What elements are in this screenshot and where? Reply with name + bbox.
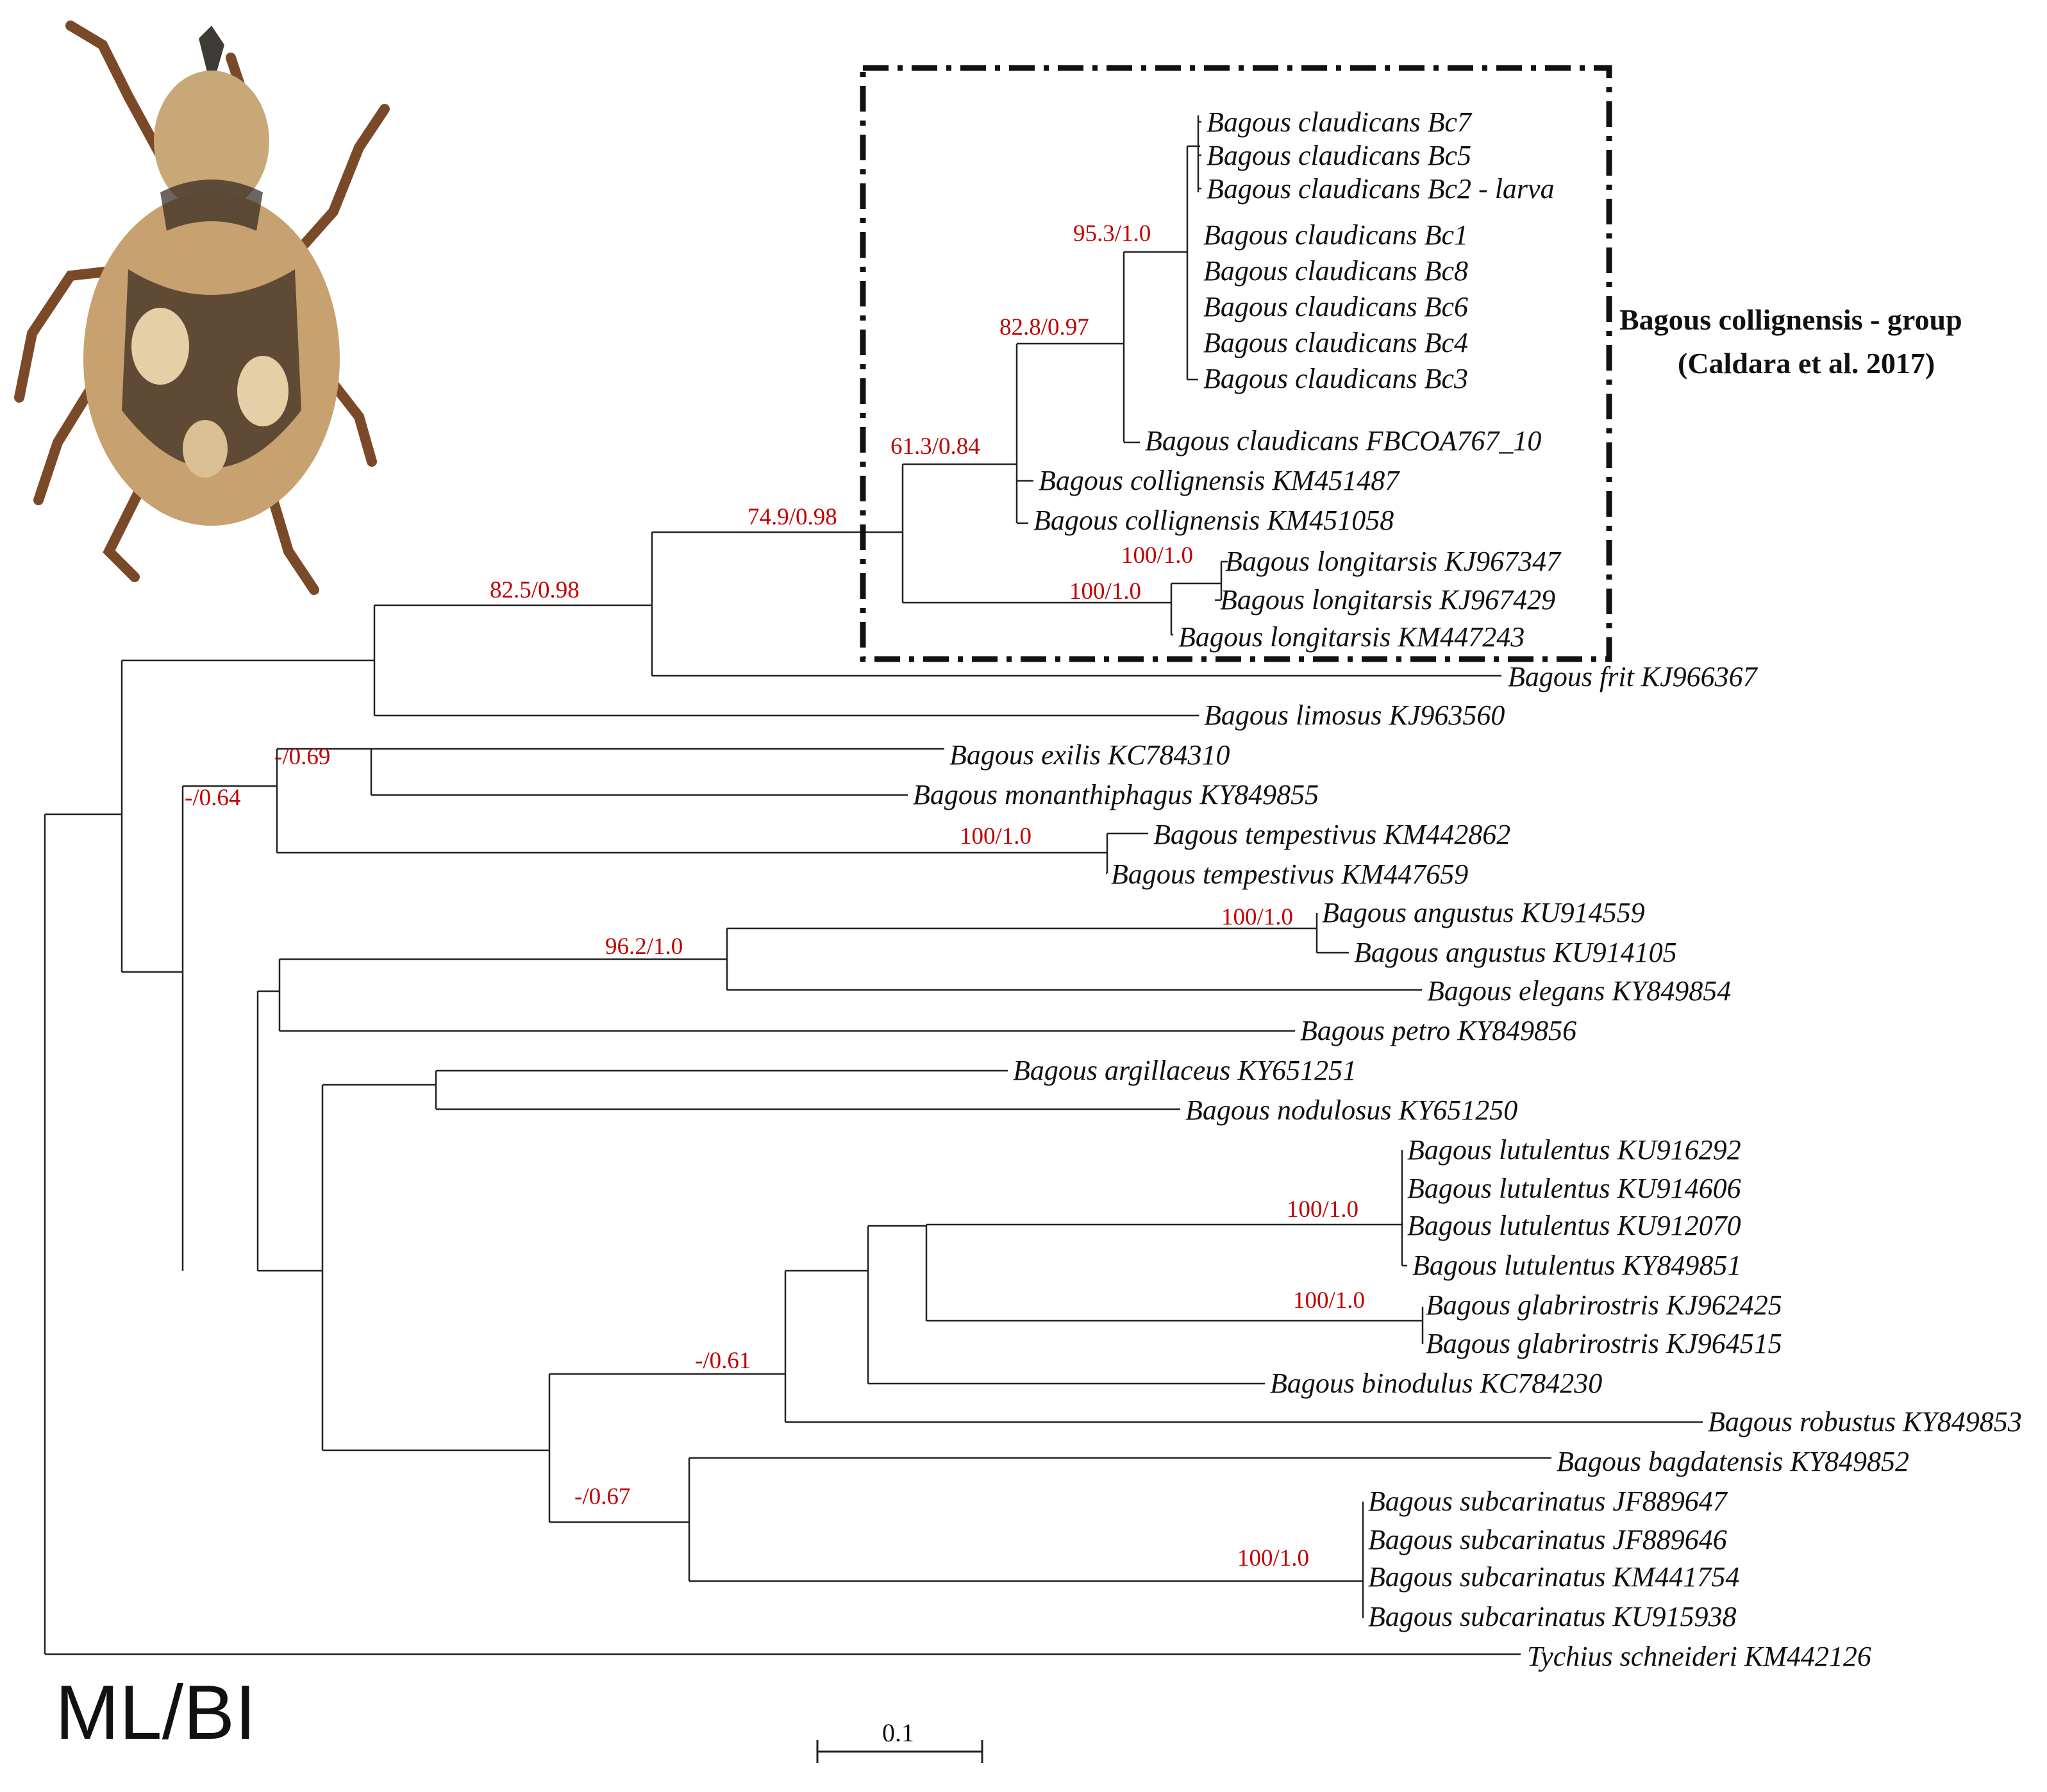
support-label: -/0.61 <box>695 1348 751 1374</box>
method-label: ML/BI <box>55 1670 256 1755</box>
leaf-label: Bagous glabrirostris KJ964515 <box>1426 1328 1782 1359</box>
leaf-label: Bagous lutulentus KU916292 <box>1407 1134 1741 1166</box>
leaf-label: Bagous collignensis KM451058 <box>1033 505 1394 536</box>
leaf-label: Bagous longitarsis KM447243 <box>1178 621 1525 653</box>
support-label: 74.9/0.98 <box>748 504 837 530</box>
leaf-label: Bagous argillaceus KY651251 <box>1013 1055 1357 1086</box>
support-label: 100/1.0 <box>1287 1196 1358 1223</box>
leaf-label: Bagous claudicans Bc5 <box>1207 140 1471 171</box>
support-values: 95.3/1.0 82.8/0.97 61.3/0.84 74.9/0.98 8… <box>185 221 1365 1571</box>
leaf-label: Bagous longitarsis KJ967347 <box>1225 546 1562 577</box>
leaf-label: Bagous claudicans Bc1 <box>1203 219 1468 251</box>
leaf-label: Bagous binodulus KC784230 <box>1270 1368 1602 1399</box>
support-label: -/0.69 <box>274 744 330 770</box>
leaf-label: Bagous collignensis KM451487 <box>1039 465 1400 496</box>
support-label: 100/1.0 <box>960 823 1032 850</box>
scale-bar: 0.1 <box>816 1718 983 1763</box>
leaf-label: Bagous limosus KJ963560 <box>1204 699 1505 731</box>
support-label: -/0.67 <box>574 1484 630 1510</box>
support-label: 100/1.0 <box>1121 542 1193 569</box>
leaf-label: Bagous elegans KY849854 <box>1427 975 1731 1007</box>
leaf-label: Bagous robustus KY849853 <box>1708 1406 2022 1437</box>
taxon-labels: Bagous claudicans Bc7 Bagous claudicans … <box>913 106 2022 1672</box>
leaf-label: Bagous frit KJ966367 <box>1508 661 1759 692</box>
support-label: 82.5/0.98 <box>490 577 580 603</box>
support-label: 82.8/0.97 <box>999 314 1089 340</box>
support-label: 100/1.0 <box>1237 1545 1309 1571</box>
tree-branches <box>44 115 1703 1655</box>
leaf-label: Tychius schneideri KM442126 <box>1527 1641 1871 1672</box>
leaf-label: Bagous claudicans Bc6 <box>1203 291 1468 322</box>
leaf-label: Bagous claudicans Bc2 - larva <box>1207 173 1555 205</box>
leaf-label: Bagous claudicans Bc4 <box>1203 327 1468 358</box>
support-label: 100/1.0 <box>1293 1287 1365 1314</box>
leaf-label: Bagous claudicans Bc7 <box>1207 106 1473 138</box>
support-label: 61.3/0.84 <box>890 433 980 460</box>
leaf-label: Bagous angustus KU914559 <box>1322 897 1645 928</box>
support-label: 96.2/1.0 <box>605 934 683 960</box>
leaf-label: Bagous petro KY849856 <box>1300 1015 1576 1046</box>
scale-bar-label: 0.1 <box>882 1718 914 1747</box>
leaf-label: Bagous exilis KC784310 <box>949 739 1230 771</box>
leaf-label: Bagous nodulosus KY651250 <box>1185 1094 1517 1126</box>
leaf-label: Bagous subcarinatus KM441754 <box>1368 1561 1739 1593</box>
leaf-label: Bagous bagdatensis KY849852 <box>1557 1446 1909 1477</box>
leaf-label: Bagous glabrirostris KJ962425 <box>1426 1289 1782 1321</box>
leaf-label: Bagous tempestivus KM442862 <box>1153 819 1510 850</box>
leaf-label: Bagous claudicans FBCOA767_10 <box>1145 425 1541 456</box>
leaf-label: Bagous subcarinatus KU915938 <box>1368 1601 1736 1632</box>
leaf-label: Bagous lutulentus KY849851 <box>1412 1250 1741 1281</box>
leaf-label: Bagous subcarinatus JF889647 <box>1368 1486 1728 1517</box>
leaf-label: Bagous claudicans Bc8 <box>1203 255 1468 287</box>
support-label: 95.3/1.0 <box>1073 221 1151 247</box>
leaf-label: Bagous lutulentus KU914606 <box>1407 1173 1741 1204</box>
group-label-line2: (Caldara et al. 2017) <box>1678 347 1935 380</box>
leaf-label: Bagous monanthiphagus KY849855 <box>913 779 1319 810</box>
leaf-label: Bagous longitarsis KJ967429 <box>1220 584 1555 615</box>
leaf-label: Bagous lutulentus KU912070 <box>1407 1210 1741 1241</box>
weevil-specimen-image <box>14 21 390 595</box>
support-label: 100/1.0 <box>1069 578 1141 605</box>
group-label-line1: Bagous collignensis - group <box>1619 303 1962 336</box>
leaf-label: Bagous angustus KU914105 <box>1354 937 1677 968</box>
support-label: -/0.64 <box>185 785 240 811</box>
collignensis-group-box <box>860 65 1612 662</box>
leaf-label: Bagous claudicans Bc3 <box>1203 363 1468 394</box>
leaf-label: Bagous subcarinatus JF889646 <box>1368 1524 1727 1555</box>
leaf-label: Bagous tempestivus KM447659 <box>1111 858 1468 890</box>
support-label: 100/1.0 <box>1221 904 1293 930</box>
